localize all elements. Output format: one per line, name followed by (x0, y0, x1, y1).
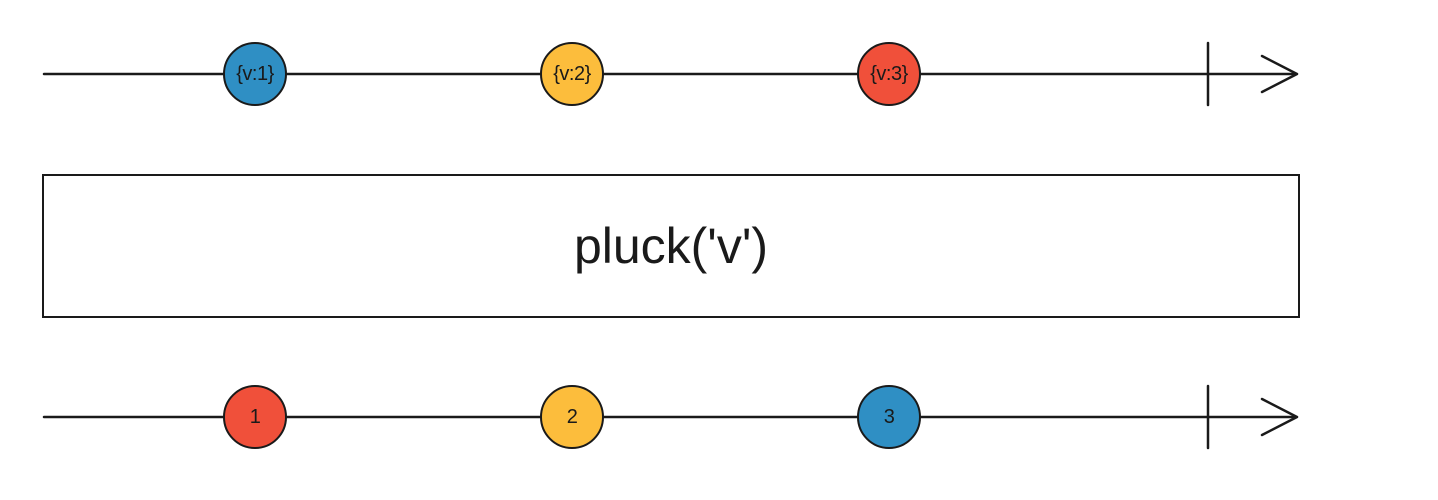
input-marble-2-label: {v:2} (553, 62, 591, 85)
input-marble-3-label: {v:3} (870, 62, 908, 85)
output-marble-2-label: 2 (566, 405, 578, 428)
operator-label: pluck('v') (573, 218, 769, 274)
output-timeline-arrowhead (1260, 397, 1299, 437)
output-marble-2: 2 (540, 385, 604, 449)
output-marble-3-label: 3 (883, 405, 895, 428)
operator-box: pluck('v') (42, 174, 1300, 318)
output-marble-1: 1 (223, 385, 287, 449)
input-timeline-axis (42, 41, 1299, 107)
output-timeline-axis (42, 384, 1299, 450)
output-marble-3: 3 (857, 385, 921, 449)
input-marble-1-label: {v:1} (236, 62, 274, 85)
input-marble-3: {v:3} (857, 42, 921, 106)
input-timeline: {v:1} {v:2} {v:3} (0, 19, 1438, 129)
output-timeline: 1 2 3 (0, 362, 1438, 472)
input-timeline-arrowhead (1260, 54, 1299, 94)
input-marble-1: {v:1} (223, 42, 287, 106)
input-marble-2: {v:2} (540, 42, 604, 106)
output-marble-1-label: 1 (249, 405, 261, 428)
